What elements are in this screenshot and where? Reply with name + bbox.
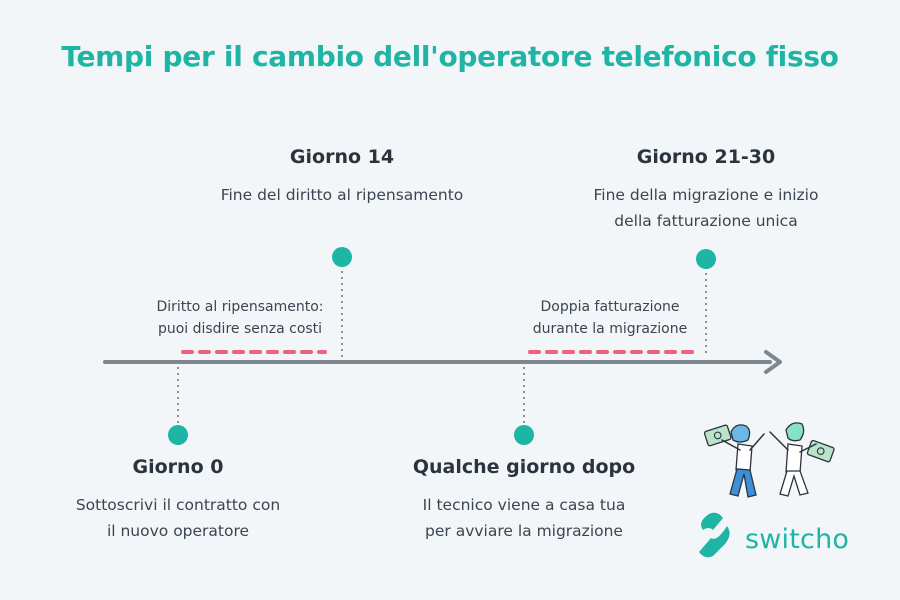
event-qualche-giorno-dopo: Qualche giorno dopo Il tecnico viene a c… [384,456,664,544]
period-label-line: Doppia fatturazione [540,299,680,315]
event-description: il nuovo operatore [106,522,250,540]
event-title: Giorno 21-30 [636,146,776,168]
event-description: Il tecnico viene a casa tua [422,496,626,514]
dot-giorno-0 [168,425,188,445]
event-title: Giorno 14 [289,146,395,168]
switcho-logo-icon [699,512,730,558]
dot-giorno-14 [332,247,352,267]
event-giorno-21-30: Giorno 21-30 Fine della migrazione e ini… [556,146,856,234]
celebration-illustration [703,422,835,498]
page-title: Tempi per il cambio dell'operatore telef… [61,40,839,73]
period-label-line: puoi disdire senza costi [157,321,323,337]
event-title: Giorno 0 [132,456,224,478]
period-label-line: Diritto al ripensamento: [156,299,324,315]
dot-giorno-21-30 [696,249,716,269]
brand: switcho [697,510,857,570]
period-ripensamento-label: Diritto al ripensamento: puoi disdire se… [120,296,360,340]
event-description: per avviare la migrazione [425,522,623,540]
event-description: Fine del diritto al ripensamento [220,186,464,204]
event-description: Fine della migrazione e inizio [593,186,819,204]
timeline-arrow-head [764,350,782,374]
event-description: Sottoscrivi il contratto con [75,496,281,514]
event-title: Qualche giorno dopo [412,456,636,478]
period-doppia-fatturazione-label: Doppia fatturazione durante la migrazion… [500,296,720,340]
person-left-icon [721,424,765,498]
event-giorno-14: Giorno 14 Fine del diritto al ripensamen… [192,146,492,208]
period-label-line: durante la migrazione [532,321,688,337]
dot-qualche-giorno-dopo [514,425,534,445]
event-description: della fatturazione unica [614,212,798,230]
event-giorno-0: Giorno 0 Sottoscrivi il contratto con il… [28,456,328,544]
brand-name: switcho [745,524,850,555]
person-right-icon [769,422,817,497]
banknote-icon [806,439,835,463]
